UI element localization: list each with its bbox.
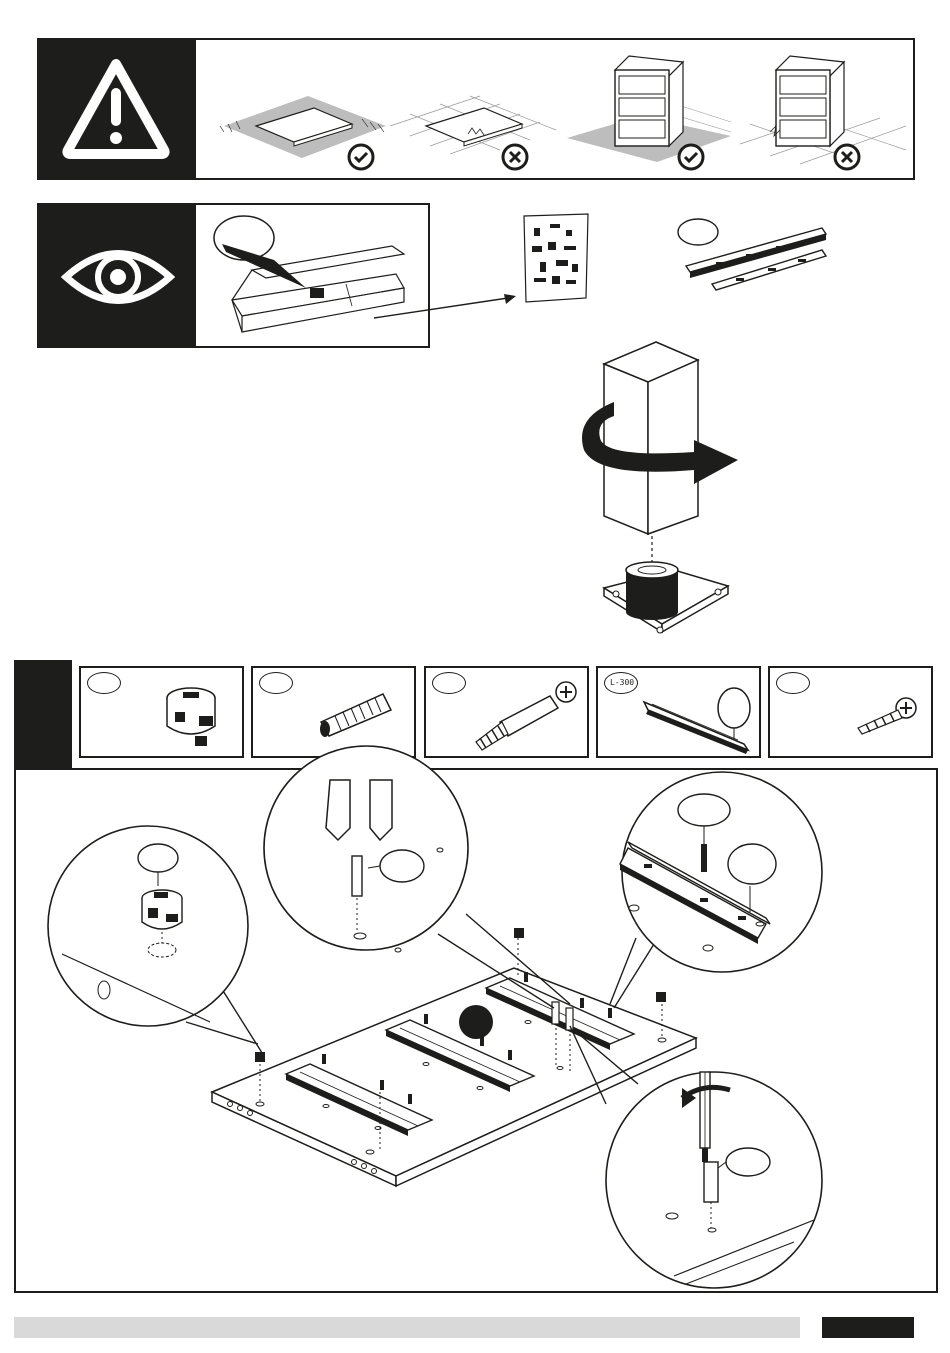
part-box-screw [768,666,933,758]
cam-bolt-icon [470,678,580,752]
part-number-bubble [87,672,121,694]
soft-mat-cabinet [565,52,735,170]
part-number-bubble [776,672,810,694]
drawer-runners [676,218,830,294]
box-with-label [196,208,430,346]
part-number-bubble [432,672,466,694]
rotate-arrow-icon [574,396,740,488]
cross-icon [832,142,862,172]
drawer-runner-icon [638,688,754,754]
part-box-cam-lock [79,666,244,758]
footer-bar [14,1317,800,1338]
hard-floor-panel [390,92,560,172]
arrow-to-fittings [370,292,520,322]
check-icon [676,142,706,172]
part-box-dowel [251,666,416,758]
main-assembly-drawing [14,768,938,1293]
cam-lock-icon [161,682,225,750]
fittings-bag [520,212,592,304]
wooden-dowel-icon [315,686,395,736]
screw-icon [854,696,920,736]
check-icon [346,142,376,172]
page-number-box [822,1317,914,1338]
leveling-foot-diagram [570,340,750,646]
warning-triangle-icon [60,56,172,160]
part-box-cam-bolt [424,666,589,758]
part-box-runner: L-300 [596,666,761,758]
part-length-label: L-300 [610,678,634,687]
cross-icon [500,142,530,172]
hard-floor-cabinet [740,52,910,170]
eye-icon [62,240,174,314]
part-number-bubble [259,672,293,694]
step-number-badge [14,660,72,770]
